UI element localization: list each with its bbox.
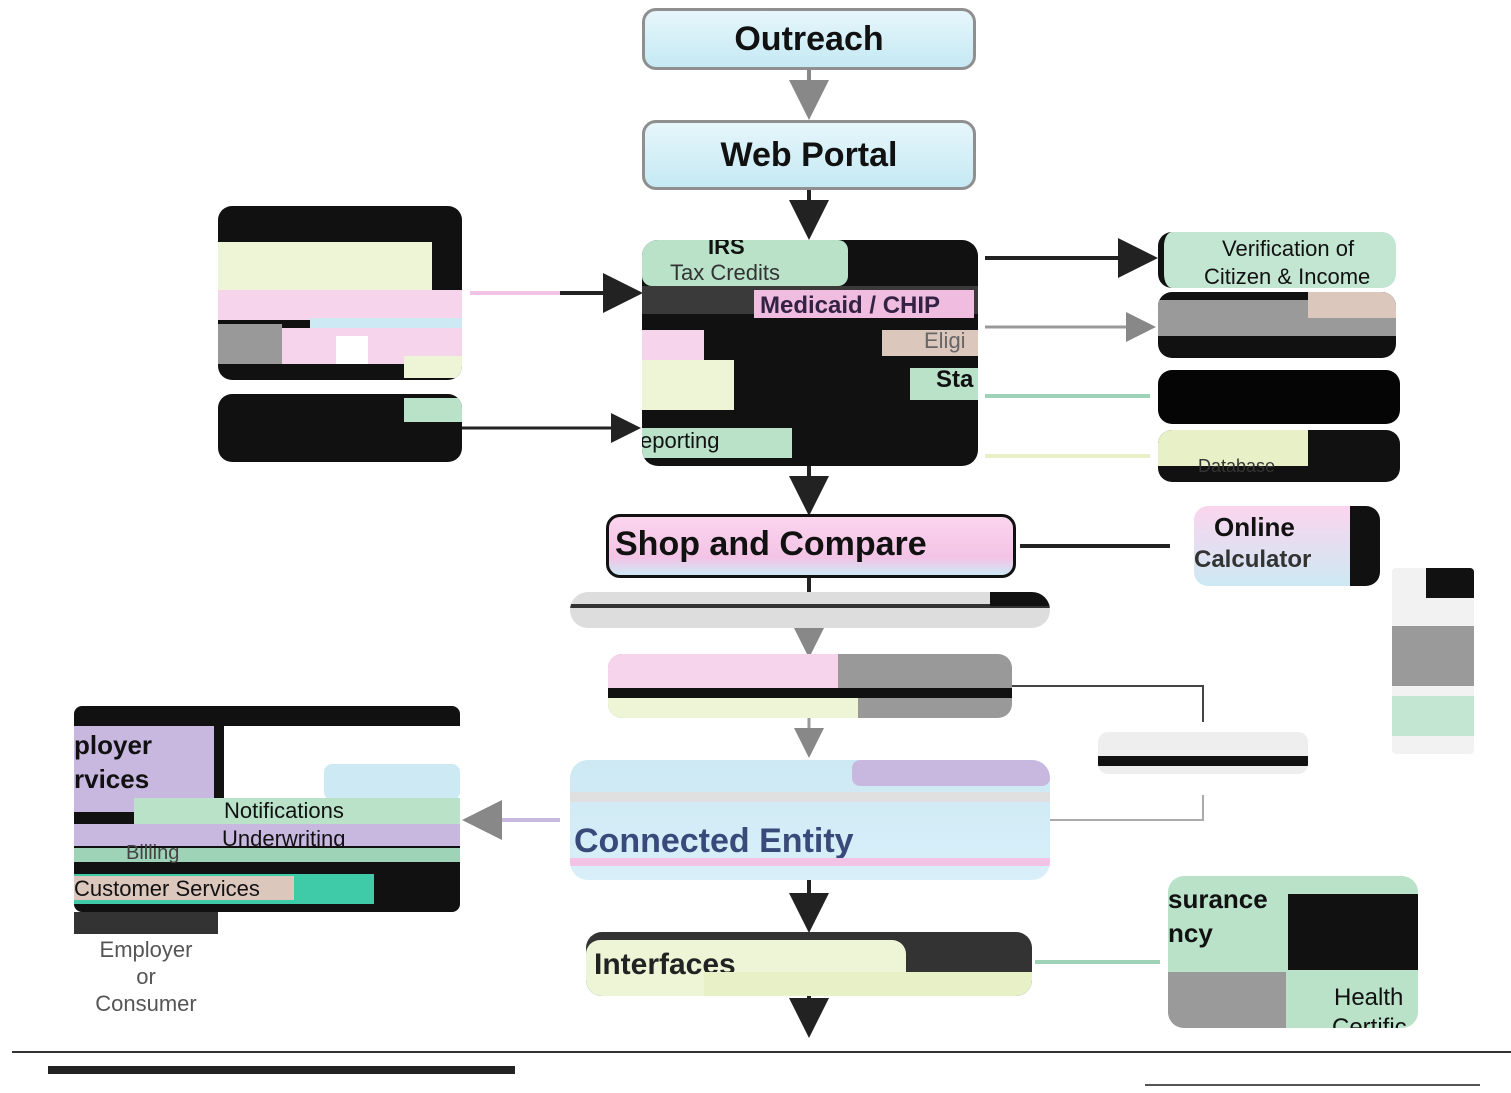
employer-fragment: ployer (74, 730, 153, 760)
eligibility-panel (882, 330, 978, 356)
green-glitch (404, 398, 462, 422)
web-portal-box: Web Portal (642, 120, 976, 190)
cream-glitch (608, 698, 858, 718)
glitch-line (1098, 756, 1308, 766)
insurance-agency-line2: ncy (1168, 918, 1213, 948)
eligibility-cluster: IRS Tax Credits Medicaid / CHIP Eligi St… (642, 240, 978, 466)
medicaid-panel (754, 290, 974, 318)
verification-box: Verification of Citizen & Income (1158, 232, 1396, 288)
shop-and-compare-box: Shop and Compare (606, 514, 1016, 578)
blue-glitch (324, 764, 460, 800)
outreach-label: Outreach (734, 19, 884, 58)
verification-line2: Citizen & Income (1204, 264, 1371, 288)
far-right-box (1392, 568, 1474, 754)
employer-services-cluster: ployer rvices Notifications Underwriting… (74, 706, 460, 912)
irs-label: IRS (708, 240, 745, 259)
pink-glitch (570, 858, 1050, 866)
white-glitch (336, 336, 368, 364)
glitch-block (1288, 894, 1418, 970)
pink-glitch (218, 290, 462, 320)
outreach-box: Outreach (642, 8, 976, 70)
medicaid-label: Medicaid / CHIP (760, 292, 941, 319)
or-word: or (136, 964, 156, 989)
underwriting-label: Underwriting (222, 826, 346, 851)
database-fragment: Database (1198, 456, 1276, 476)
notifications-label: Notifications (224, 798, 344, 823)
database-box: Database (1158, 430, 1400, 482)
gray-glitch (1168, 972, 1286, 1028)
reporting-fragment: eporting (642, 428, 720, 453)
eligibility-fragment: Eligi (924, 328, 966, 353)
small-right-box (1098, 732, 1308, 774)
shop-and-compare-label: Shop and Compare (615, 525, 927, 563)
consumer-word: Consumer (95, 991, 197, 1016)
online-calculator-box: Online Calculator (1194, 506, 1380, 586)
irs-panel (642, 240, 848, 286)
cream-glitch (404, 356, 462, 378)
tan-glitch (1308, 292, 1396, 318)
right-box-2 (1158, 292, 1396, 358)
state-fragment: Sta (936, 366, 974, 393)
health-line1: Health (1334, 984, 1404, 1011)
employer-base-bar (74, 912, 218, 934)
state-panel (910, 368, 978, 400)
connected-entity-label: Connected Entity (574, 822, 854, 860)
customer-services-label: Customer Services (74, 876, 260, 901)
glitch-line (570, 604, 1050, 608)
purple-panel (74, 726, 214, 812)
cream-glitch (642, 360, 734, 410)
insurance-agency-box: surance ncy Health Certific (1168, 876, 1418, 1028)
health-line2: Certific (1332, 1014, 1407, 1028)
reporting-panel (642, 428, 792, 458)
cream-glitch (218, 242, 432, 292)
mid-bar (570, 592, 1050, 628)
online-calculator-line1: Online (1214, 512, 1295, 542)
left-upper-cluster (218, 206, 462, 380)
online-calculator-line2: Calculator (1194, 546, 1312, 573)
glitch-line (608, 688, 1012, 698)
green-band (74, 848, 460, 862)
interfaces-box: Interfaces (586, 932, 1032, 996)
gray-glitch (218, 324, 282, 364)
line-select-right (1010, 685, 1204, 722)
right-box-3 (1158, 370, 1400, 424)
cream-glitch (1158, 430, 1308, 466)
pink-glitch (642, 330, 704, 364)
connected-entity-box: Connected Entity (570, 760, 1050, 880)
purple-band (74, 824, 460, 846)
insurance-agency-line1: surance (1168, 884, 1268, 914)
employer-word: Employer (99, 937, 193, 962)
gray-glitch (1392, 626, 1474, 686)
employer-or-consumer-label: Employer or Consumer (74, 936, 218, 1017)
pink-glitch (608, 654, 838, 688)
billing-fragment: Billing (126, 842, 180, 864)
tax-credits-label: Tax Credits (670, 260, 781, 285)
blue-glitch (310, 318, 462, 328)
cream-glitch (704, 972, 1032, 996)
verification-line1: Verification of (1222, 236, 1355, 261)
glitch-line (570, 792, 1050, 802)
green-band (134, 798, 460, 824)
glitch-block (1426, 568, 1474, 598)
green-glitch (1392, 696, 1474, 736)
left-lower-cluster (218, 394, 462, 462)
tan-band (74, 876, 294, 900)
web-portal-label: Web Portal (720, 135, 898, 174)
line-entity-right (1050, 795, 1204, 821)
glitch-block (990, 592, 1050, 606)
services-fragment: rvices (74, 764, 150, 794)
purple-glitch (852, 760, 1050, 786)
select-box (608, 654, 1012, 718)
